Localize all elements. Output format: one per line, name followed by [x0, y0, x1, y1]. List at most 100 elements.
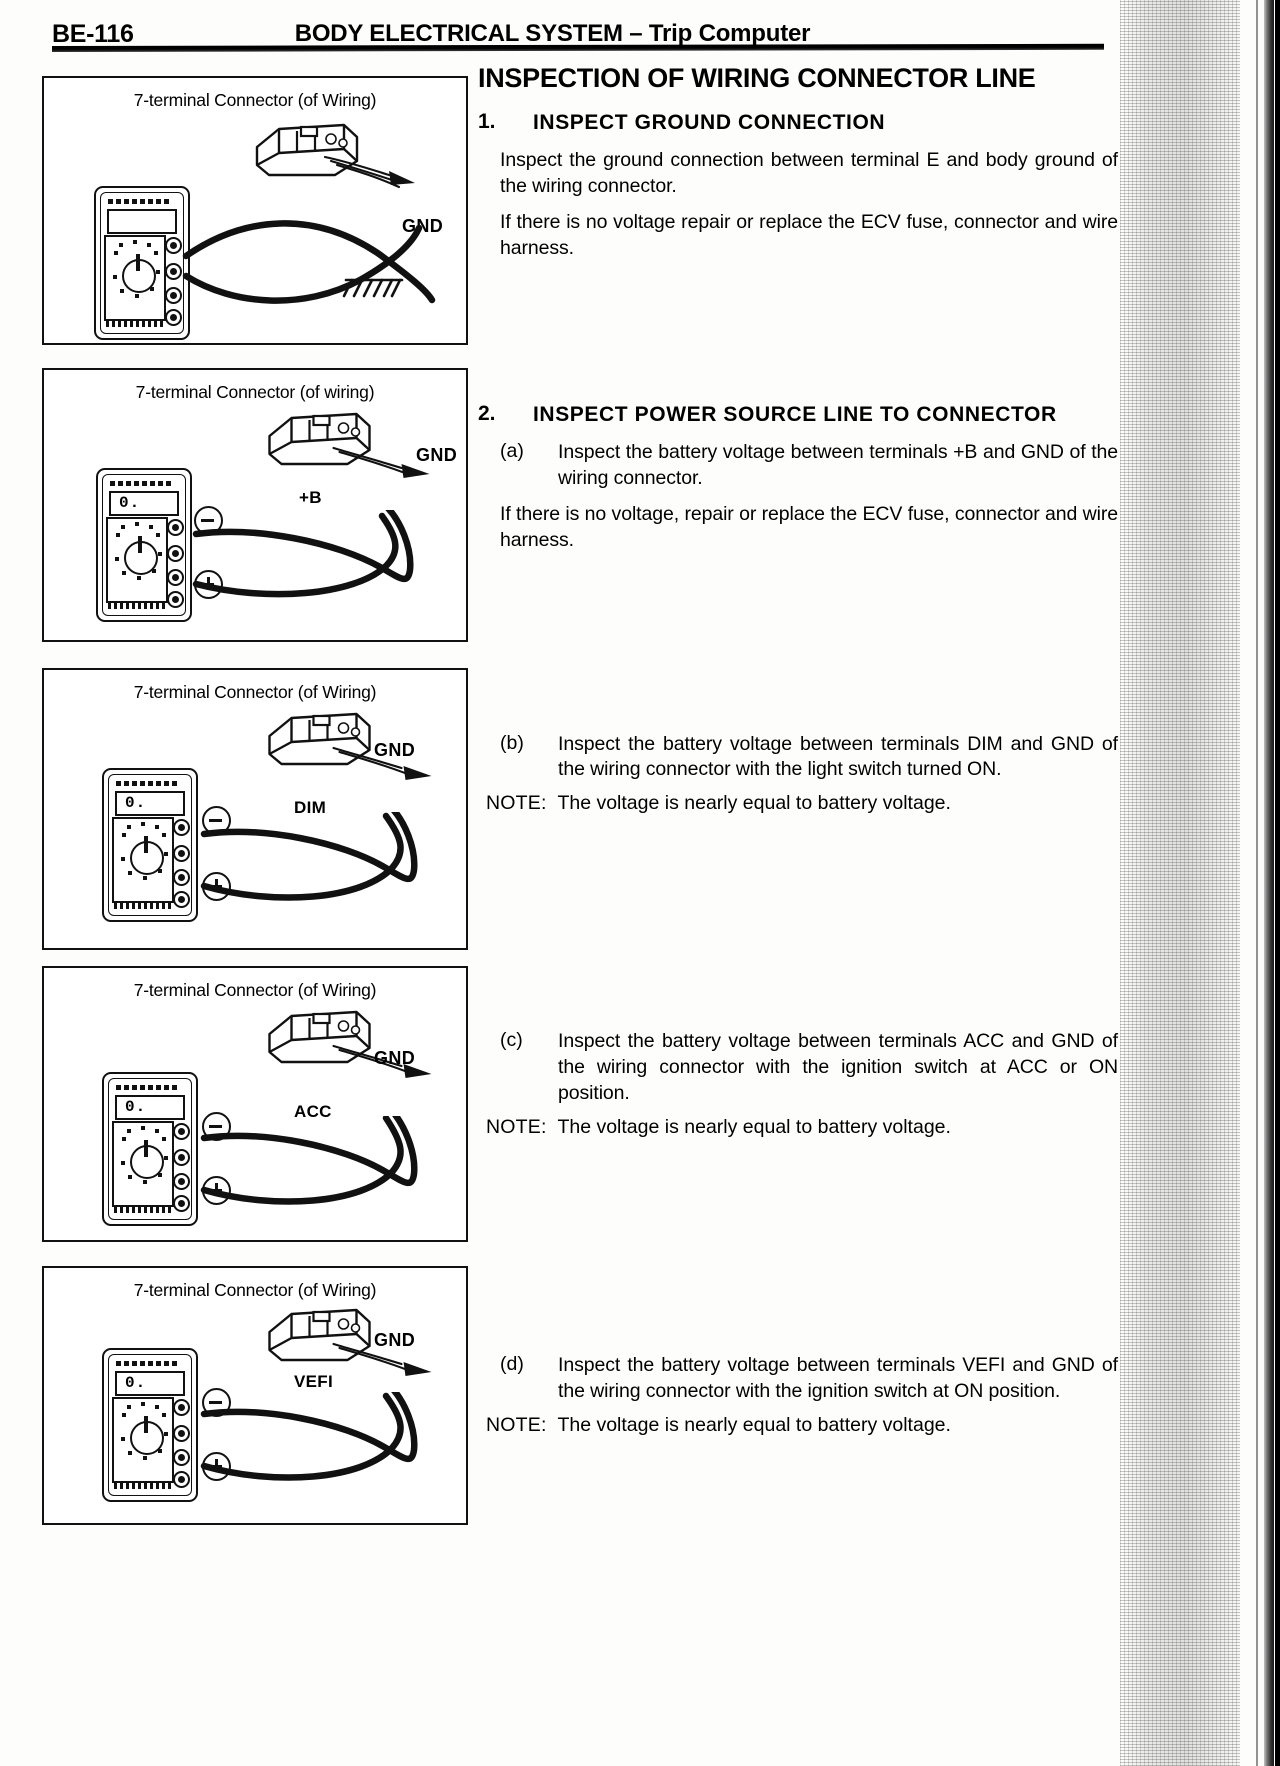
meter-jack-top[interactable]: [173, 1399, 190, 1416]
multimeter: 0.: [102, 768, 198, 922]
meter-jack-top[interactable]: [173, 1123, 190, 1140]
meter-rotary-dial[interactable]: [130, 1140, 164, 1179]
meter-jacks: [172, 817, 192, 908]
meter-brand: [116, 1085, 180, 1090]
item-d-note-label: NOTE:: [486, 1413, 547, 1436]
step-1: 1. INSPECT GROUND CONNECTION: [478, 110, 1118, 136]
terminal-label-gnd: GND: [374, 1330, 416, 1350]
meter-jacks: [166, 517, 186, 608]
figure-caption: 7-terminal Connector (of Wiring): [133, 90, 377, 110]
page-number: BE-116: [52, 20, 134, 48]
test-leads: [200, 1116, 418, 1205]
item-d-note: NOTE: The voltage is nearly equal to bat…: [486, 1413, 1118, 1439]
figure-vefi-line: 7-terminal Connector (of Wiring): [42, 1266, 468, 1525]
step-1-number: 1.: [478, 109, 496, 133]
meter-jack-amp[interactable]: [173, 891, 190, 908]
connector-illustration: [255, 123, 415, 189]
instructions-column: INSPECTION OF WIRING CONNECTOR LINE 1. I…: [478, 63, 1118, 1439]
terminal-label-gnd: GND: [416, 445, 458, 465]
step-2-item-a: (a) Inspect the battery voltage between …: [478, 440, 1118, 492]
terminal-label-second: ACC: [294, 1102, 332, 1121]
meter-reading: 0.: [125, 1374, 147, 1392]
figure-caption: 7-terminal Connector (of Wiring): [133, 980, 377, 1000]
meter-lcd: 0.: [115, 1095, 185, 1120]
meter-jack-top[interactable]: [165, 237, 182, 254]
step-2-number: 2.: [478, 401, 496, 425]
meter-jack-com[interactable]: [165, 263, 182, 280]
figure-power-source-plus-b: 7-terminal Connector (of wiring): [42, 368, 468, 642]
header-rule: [51, 43, 1105, 52]
meter-reading: 0.: [119, 494, 141, 512]
meter-panel: [112, 1397, 174, 1483]
binding-texture: [1120, 0, 1240, 1766]
meter-rotary-dial[interactable]: [130, 1416, 164, 1455]
figure-caption: 7-terminal Connector (of Wiring): [133, 682, 377, 702]
page-title-main: BODY ELECTRICAL SYSTEM: [294, 20, 623, 47]
meter-jack-com[interactable]: [173, 1149, 190, 1166]
terminal-label-second: +B: [299, 488, 322, 507]
test-leads: [200, 1392, 418, 1481]
step-2: 2. INSPECT POWER SOURCE LINE TO CONNECTO…: [478, 402, 1118, 428]
meter-jack-volt[interactable]: [165, 287, 182, 304]
meter-jacks: [172, 1121, 192, 1212]
step-1-heading: INSPECT GROUND CONNECTION: [533, 110, 886, 134]
meter-lcd: 0.: [115, 1371, 185, 1396]
meter-brand: [110, 481, 174, 486]
page-title-dash: –: [629, 20, 643, 47]
item-c-note-text: The voltage is nearly equal to battery v…: [557, 1116, 951, 1139]
meter-jack-top[interactable]: [167, 519, 184, 536]
meter-jack-amp[interactable]: [167, 591, 184, 608]
meter-jack-volt[interactable]: [167, 569, 184, 586]
step-1-paragraph-1: Inspect the ground connection between te…: [500, 148, 1118, 197]
item-d-note-text: The voltage is nearly equal to battery v…: [557, 1413, 951, 1436]
meter-rotary-dial[interactable]: [124, 536, 158, 575]
meter-jack-amp[interactable]: [173, 1195, 190, 1212]
page-title: BODY ELECTRICAL SYSTEM – Trip Computer: [0, 20, 1105, 48]
meter-lcd: [107, 209, 177, 234]
meter-jack-volt[interactable]: [173, 1449, 190, 1466]
meter-brand: [108, 199, 172, 204]
connector-illustration: [268, 1308, 432, 1376]
terminal-label-gnd: GND: [402, 216, 444, 236]
item-b-note: NOTE: The voltage is nearly equal to bat…: [486, 791, 1118, 817]
multimeter: 0.: [102, 1348, 198, 1502]
meter-jacks: [172, 1397, 192, 1488]
meter-footer-text: [114, 903, 174, 909]
item-c-note: NOTE: The voltage is nearly equal to bat…: [486, 1115, 1118, 1141]
meter-jack-com[interactable]: [173, 1425, 190, 1442]
item-d-tag: (d): [500, 1353, 524, 1376]
terminal-label-gnd: GND: [374, 740, 416, 760]
item-b-text: Inspect the battery voltage between term…: [558, 732, 1118, 781]
meter-jack-com[interactable]: [167, 545, 184, 562]
item-c-tag: (c): [500, 1029, 523, 1052]
multimeter: 0.: [96, 468, 192, 622]
meter-jack-volt[interactable]: [173, 1173, 190, 1190]
multimeter: [94, 186, 190, 340]
meter-rotary-dial[interactable]: [130, 836, 164, 875]
item-b-note-text: The voltage is nearly equal to battery v…: [557, 792, 951, 815]
meter-footer-text: [114, 1483, 174, 1489]
meter-jack-amp[interactable]: [173, 1471, 190, 1488]
meter-jack-amp[interactable]: [165, 309, 182, 326]
item-c: (c) Inspect the battery voltage between …: [478, 1029, 1118, 1107]
item-d: (d) Inspect the battery voltage between …: [478, 1353, 1118, 1405]
meter-brand: [116, 1361, 180, 1366]
step-1-paragraph-2: If there is no voltage repair or replace…: [500, 210, 1118, 259]
item-d-text: Inspect the battery voltage between term…: [558, 1354, 1118, 1402]
figure-caption: 7-terminal Connector (of Wiring): [133, 1280, 377, 1300]
meter-jack-top[interactable]: [173, 819, 190, 836]
meter-lcd: 0.: [109, 491, 179, 516]
item-b-tag: (b): [500, 731, 524, 754]
terminal-label-second: VEFI: [294, 1372, 333, 1391]
figure-caption: 7-terminal Connector (of wiring): [135, 382, 375, 402]
meter-jack-com[interactable]: [173, 845, 190, 862]
meter-jack-volt[interactable]: [173, 869, 190, 886]
meter-panel: [112, 817, 174, 903]
test-leads: [200, 812, 418, 901]
figure-dim-line: 7-terminal Connector (of Wiring): [42, 668, 468, 950]
meter-footer-text: [108, 603, 168, 609]
terminal-label-gnd: GND: [374, 1048, 416, 1068]
section-title: INSPECTION OF WIRING CONNECTOR LINE: [478, 63, 1036, 93]
test-leads: [192, 510, 414, 598]
